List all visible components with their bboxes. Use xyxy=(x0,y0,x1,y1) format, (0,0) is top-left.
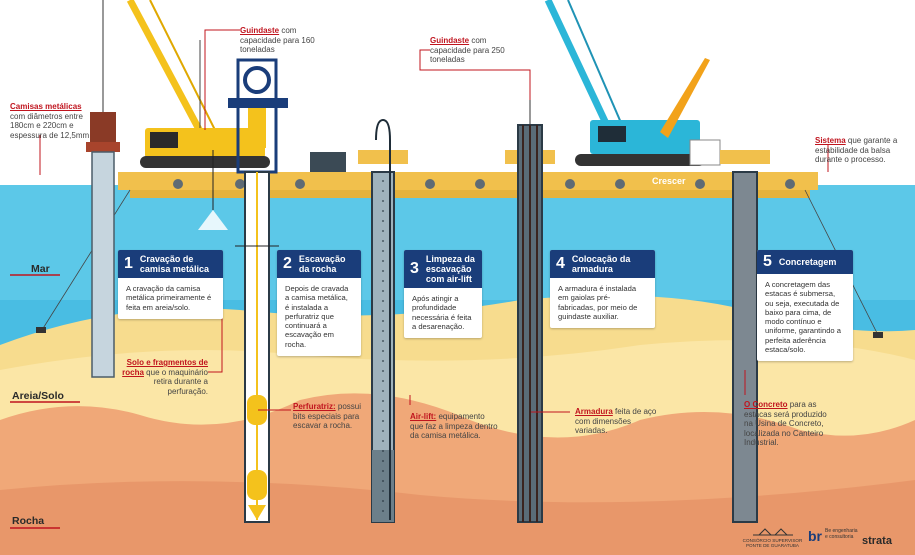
step-2-number: 2 xyxy=(283,255,292,272)
step-1-text: A cravação da camisa metálica primeirame… xyxy=(126,284,212,312)
drill-text: possui bits especiais para escavar a roc… xyxy=(293,402,362,430)
rebar-text: feita de aço com dimensões variadas. xyxy=(575,407,657,435)
barge-tires xyxy=(173,179,795,189)
step-1-header: 1 Cravação de camisa metálica xyxy=(118,250,223,278)
concrete-annotation: O Concreto para as estacas será produzid… xyxy=(744,400,836,448)
rock-deep xyxy=(0,480,915,555)
barge-hull xyxy=(130,190,810,198)
airlift-title: Air-lift: xyxy=(410,412,437,421)
step-4-title: Colocação da armadura xyxy=(571,254,631,274)
step-5-text: A concretagem das estacas é submersa, ou… xyxy=(765,280,841,355)
step-card-5: 5 Concretagem A concretagem das estacas é… xyxy=(757,250,853,362)
step-4-text: A armadura é instalada em gaiolas pré-fa… xyxy=(558,284,638,321)
step-card-2: 2 Escavação da rocha Depois de cravada a … xyxy=(277,250,361,357)
step-5-header: 5 Concretagem xyxy=(757,250,853,274)
step-card-3: 3 Limpeza da escavação com air-lift Após … xyxy=(404,250,482,339)
sand-label: Areia/Solo xyxy=(12,390,64,402)
anchor-cable-left xyxy=(41,189,131,331)
crane-2-title: Guindaste xyxy=(430,36,470,45)
barge-name: Crescer xyxy=(652,176,686,186)
airlift-text: equipamento que faz a limpeza dentro da … xyxy=(410,412,498,440)
br-line-1: Be engenharia xyxy=(825,528,858,534)
step-4-number: 4 xyxy=(556,255,565,272)
step-1-title: Cravação de camisa metálica xyxy=(139,254,209,274)
crane-1 xyxy=(126,0,270,210)
system-annotation: Sistema que garante a estabilidade da ba… xyxy=(815,136,910,165)
step-3-number: 3 xyxy=(410,260,419,277)
step-2-header: 2 Escavação da rocha xyxy=(277,250,361,278)
casings-text: com diâmetros entre 180cm e 220cm e espe… xyxy=(10,111,90,140)
step-4-header: 4 Colocação da armadura xyxy=(550,250,655,278)
anchor-left xyxy=(36,327,46,333)
crane-1-annotation: Guindaste com capacidade para 160 tonela… xyxy=(240,26,325,55)
rebar-annotation: Armadura feita de aço com dimensões vari… xyxy=(575,407,665,436)
crane-1-title: Guindaste xyxy=(240,26,280,35)
pointer-lines xyxy=(39,29,829,413)
crane-2 xyxy=(544,0,721,166)
br-logo: br Be engenharia e consultoria xyxy=(808,528,858,544)
crane-2-text: com capacidade para 250 toneladas xyxy=(430,36,505,64)
consortium-line-1: CONSÓRCIO SUPERVISOR xyxy=(742,537,803,543)
concrete-text: para as estacas será produzido na Usina … xyxy=(744,400,827,447)
step-1-number: 1 xyxy=(124,255,133,272)
drill-title: Perfuratriz: xyxy=(293,402,336,411)
pile-4-rebar xyxy=(505,100,555,523)
soil-title: Solo e fragmentos de rocha xyxy=(122,358,208,377)
soil-fragments-icon xyxy=(198,210,228,230)
crane-1-text: com capacidade para 160 toneladas xyxy=(240,26,315,54)
airlift-annotation: Air-lift: equipamento que faz a limpeza … xyxy=(410,412,498,441)
pile-5-concrete xyxy=(720,150,770,523)
step-card-4: 4 Colocação da armadura A armadura é inst… xyxy=(550,250,655,329)
step-5-title: Concretagem xyxy=(778,257,837,267)
consortium-line-2: PONTE DE GUARATUBA xyxy=(745,543,799,548)
anchor-right xyxy=(873,332,883,338)
soil-text: que o maquinário retira durante a perfur… xyxy=(143,367,208,396)
consortium-logo: CONSÓRCIO SUPERVISOR PONTE DE GUARATUBA xyxy=(740,528,805,549)
pile-1-casing xyxy=(86,0,120,378)
barge-deck xyxy=(118,172,818,190)
step-2-text: Depois de cravada a camisa metálica, é i… xyxy=(285,284,349,349)
system-title: Sistema xyxy=(815,136,846,145)
step-2-title: Escavação da rocha xyxy=(298,254,346,274)
system-text: que garante a estabilidade da balsa dura… xyxy=(815,136,898,164)
pile-3-airlift xyxy=(358,118,408,523)
bridge-icon xyxy=(752,528,793,536)
step-3-header: 3 Limpeza da escavação com air-lift xyxy=(404,250,482,288)
rock-label: Rocha xyxy=(12,515,45,527)
br-mark: br xyxy=(808,528,822,544)
strata-logo: strata xyxy=(862,535,892,547)
soil-annotation: Solo e fragmentos de rocha que o maquiná… xyxy=(112,358,208,396)
concrete-title: O Concreto xyxy=(744,400,788,409)
step-3-text: Após atingir a profundidade necessária é… xyxy=(412,294,472,331)
casings-annotation: Camisas metálicas com diâmetros entre 18… xyxy=(10,102,95,140)
casings-title: Camisas metálicas xyxy=(10,102,82,111)
step-3-title: Limpeza da escavação com air-lift xyxy=(425,254,475,284)
drill-annotation: Perfuratriz: possui bits especiais para … xyxy=(293,402,371,431)
br-line-2: e consultoria xyxy=(825,534,854,540)
rebar-title: Armadura xyxy=(575,407,613,416)
step-card-1: 1 Cravação de camisa metálica A cravação … xyxy=(118,250,223,319)
crane-2-annotation: Guindaste com capacidade para 250 tonela… xyxy=(430,36,512,65)
pile-2-drill xyxy=(235,171,279,523)
sea-label: Mar xyxy=(31,263,50,275)
step-5-number: 5 xyxy=(763,253,772,270)
